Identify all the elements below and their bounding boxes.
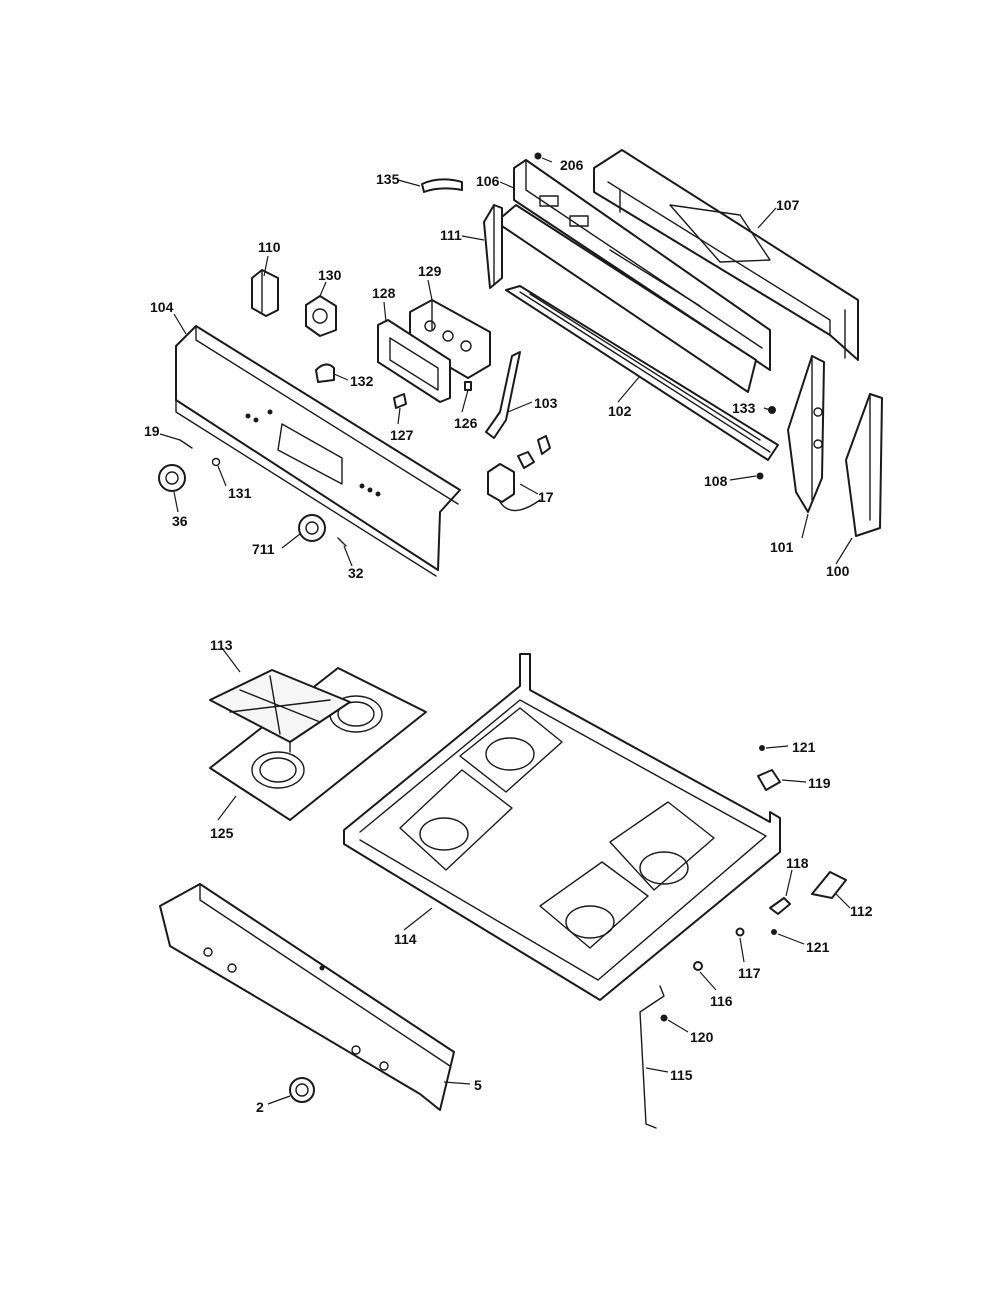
- part-115-rod: [639, 985, 665, 1129]
- callout-127: 127: [390, 427, 414, 443]
- part-101-side-bracket: [787, 355, 825, 513]
- callout-36: 36: [172, 513, 188, 529]
- callout-101: 101: [770, 539, 794, 555]
- callout-117: 117: [738, 965, 761, 981]
- part-103-bracket: [485, 351, 521, 439]
- part-118-bracket: [769, 897, 791, 915]
- callout-121-top: 121: [792, 739, 816, 755]
- callout-104: 104: [150, 299, 174, 315]
- callout-711: 711: [252, 541, 275, 557]
- callout-128: 128: [372, 285, 396, 301]
- callout-112: 112: [850, 903, 873, 919]
- part-114-cooktop: [343, 653, 781, 1001]
- part-132-switch: [315, 363, 335, 383]
- callout-118: 118: [786, 855, 809, 871]
- callout-106: 106: [476, 173, 500, 189]
- part-104-control-panel: [175, 325, 461, 577]
- callout-102: 102: [608, 403, 632, 419]
- part-32-screw: [337, 537, 347, 547]
- part-128-overlay: [377, 319, 451, 403]
- part-131-washer: [211, 457, 221, 467]
- callout-132: 132: [350, 373, 374, 389]
- part-36-knob: [158, 464, 186, 492]
- part-120-screw: [660, 1014, 668, 1022]
- callout-126: 126: [454, 415, 478, 431]
- callout-103: 103: [534, 395, 558, 411]
- callout-133: 133: [732, 400, 756, 416]
- part-711-knob: [298, 514, 326, 542]
- callout-19: 19: [144, 423, 160, 439]
- callout-129: 129: [418, 263, 442, 279]
- callout-125: 125: [210, 825, 234, 841]
- callout-120: 120: [690, 1029, 714, 1045]
- part-19-screw: [179, 439, 193, 449]
- part-117-nut: [735, 927, 745, 937]
- callout-2: 2: [256, 1099, 264, 1115]
- part-5-manifold-panel: [159, 883, 455, 1111]
- callout-119: 119: [808, 775, 831, 791]
- part-113-grate: [209, 669, 351, 753]
- callout-108: 108: [704, 473, 728, 489]
- callout-114: 114: [394, 931, 417, 947]
- callout-111: 111: [440, 227, 462, 243]
- part-17-valve: [487, 435, 551, 512]
- callout-17: 17: [538, 489, 554, 505]
- leader-lines: [159, 157, 853, 1105]
- part-100-end-cap: [845, 393, 883, 537]
- callout-100: 100: [826, 563, 850, 579]
- callout-115: 115: [670, 1067, 693, 1083]
- callout-5: 5: [474, 1077, 482, 1093]
- part-121-screw-bottom: [771, 929, 777, 935]
- callout-113: 113: [210, 637, 233, 653]
- callout-107: 107: [776, 197, 800, 213]
- part-126-clip: [464, 381, 472, 391]
- callout-130: 130: [318, 267, 342, 283]
- part-130-clock: [305, 295, 337, 337]
- part-107-rear-cover: [593, 149, 859, 361]
- part-206-screw: [534, 152, 542, 160]
- part-108-screw: [756, 472, 764, 480]
- part-121-screw-top: [759, 745, 765, 751]
- part-127-lamp: [393, 393, 407, 409]
- part-110-relay: [251, 269, 279, 317]
- part-2-knob: [289, 1077, 315, 1103]
- callout-135: 135: [376, 171, 400, 187]
- callout-131: 131: [228, 485, 252, 501]
- callout-206: 206: [560, 157, 584, 173]
- part-111-side-bracket: [483, 204, 503, 289]
- part-116-grommet: [693, 961, 703, 971]
- callout-121-bottom: 121: [806, 939, 830, 955]
- part-112-end-cap: [811, 871, 847, 899]
- callout-32: 32: [348, 565, 364, 581]
- callout-116: 116: [710, 993, 733, 1009]
- callout-110: 110: [258, 239, 281, 255]
- part-102-rail: [505, 285, 779, 461]
- part-135-handle: [421, 178, 463, 193]
- part-119-hinge: [757, 769, 781, 791]
- part-106-back-panel: [495, 159, 771, 393]
